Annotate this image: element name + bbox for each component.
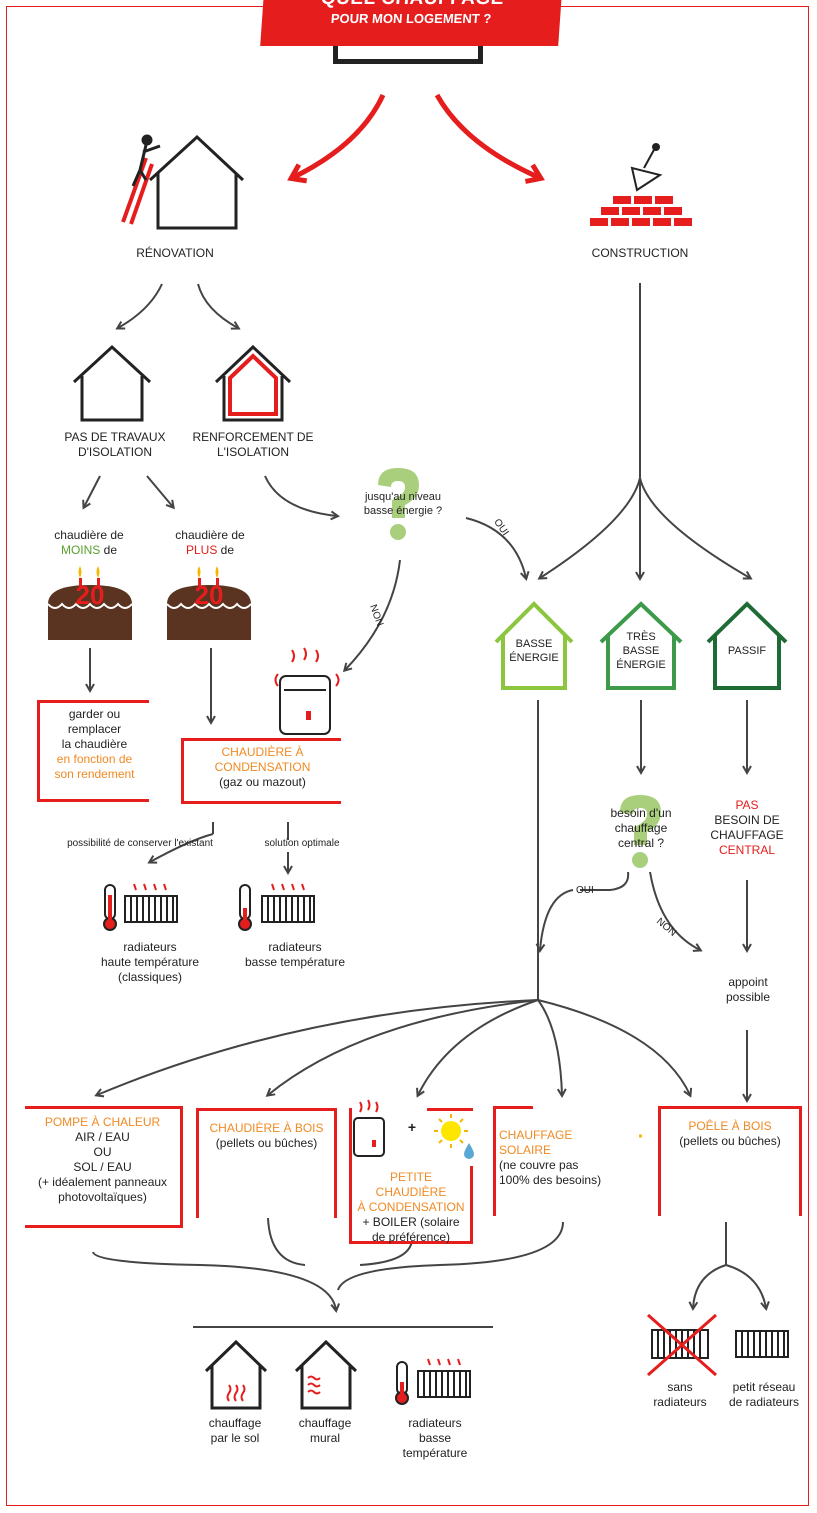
plus-sign: + — [407, 1119, 417, 1135]
house-no-work-icon — [72, 344, 152, 422]
house-basse-energie-icon — [494, 601, 574, 690]
arrow-renovation — [292, 93, 386, 178]
house-reinforced-icon — [214, 344, 292, 422]
arrow-construction — [434, 93, 540, 178]
oui-label-2: OUI — [576, 885, 594, 896]
cake-number-moins: 20 — [75, 580, 105, 610]
pompe-chaleur-box: POMPE À CHALEUR AIR / EAU OU SOL / EAU (… — [25, 1106, 183, 1228]
house-tres-basse-energie-icon — [599, 601, 683, 690]
possibilite-label: possibilité de conserver l'existant — [67, 838, 213, 849]
chaudiere-condensation-box: CHAUDIÈRE À CONDENSATION (gaz ou mazout) — [181, 738, 341, 804]
radiator-haute-icon — [103, 883, 178, 931]
boiler-icon — [274, 647, 340, 735]
question-mark-icon — [378, 468, 419, 540]
renovation-house-icon — [121, 134, 245, 230]
passif-label: PASSIF — [727, 645, 767, 657]
small-radiator-icon — [735, 1330, 789, 1358]
poele-bois-box: POÊLE À BOIS (pellets ou bûches) — [658, 1106, 802, 1216]
wall-heating-house-icon — [294, 1339, 358, 1410]
moins-label: chaudière de MOINS de — [54, 528, 124, 557]
radiator-bottom-icon — [395, 1358, 471, 1405]
chaudiere-bois-box: CHAUDIÈRE À BOIS (pellets ou bûches) — [196, 1108, 337, 1218]
cake-icon-plus — [166, 566, 252, 640]
bricks-icon — [590, 196, 692, 226]
small-sun-icon — [434, 1114, 468, 1148]
renovation-label: RÉNOVATION — [136, 246, 214, 260]
small-boiler-icon — [353, 1099, 385, 1157]
petite-chaudiere-box: PETITE CHAUDIÈRE À CONDENSATION + BOILER… — [349, 1166, 473, 1244]
petite-box-top-border — [427, 1108, 473, 1111]
cake-number-plus: 20 — [194, 580, 224, 610]
petite-box-left-border — [349, 1108, 352, 1168]
radiator-basse-icon — [238, 883, 315, 931]
no-radiator-icon — [647, 1313, 717, 1377]
water-drop-small-icon — [464, 1143, 474, 1159]
floor-heating-house-icon — [204, 1339, 268, 1410]
cake-icon-moins — [47, 566, 133, 640]
house-passif-icon — [706, 601, 788, 690]
question-mark-2-icon — [620, 795, 661, 868]
trowel-icon — [630, 143, 663, 192]
chauffage-solaire-box: CHAUFFAGE SOLAIRE (ne couvre pas 100% de… — [493, 1106, 639, 1216]
solaire-top-border — [493, 1106, 533, 1109]
title-underline — [333, 46, 483, 64]
construction-label: CONSTRUCTION — [591, 246, 689, 260]
solution-label: solution optimale — [264, 838, 340, 849]
plus-label: chaudière de PLUS de — [175, 528, 245, 557]
